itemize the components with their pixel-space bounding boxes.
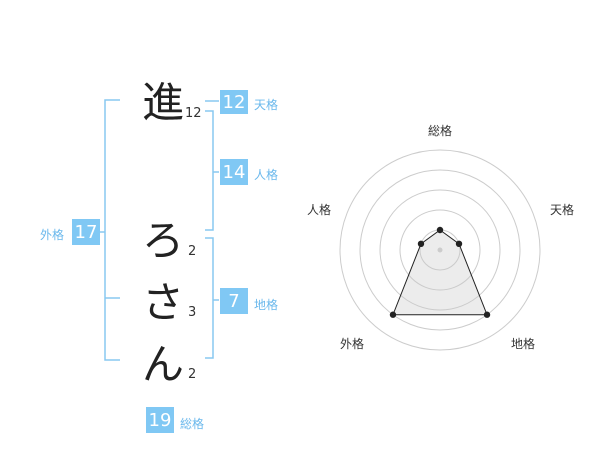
radar-point-3 (389, 311, 397, 318)
name-char-3: さ (142, 278, 185, 327)
radar-point-4 (417, 240, 425, 248)
name-char-2: ろ (142, 216, 185, 265)
brackets (97, 99, 219, 361)
radar-center (437, 247, 443, 253)
jinkaku-label: 人格 (254, 168, 279, 182)
radar-axis-label-tenkaku: 天格 (550, 203, 575, 217)
jinkaku-value: 14 (220, 159, 248, 185)
radar-ring-5 (339, 149, 541, 351)
gaikaku-label: 外格 (40, 228, 65, 242)
stroke-count-3: 3 (188, 305, 197, 320)
radar-point-1 (455, 240, 463, 248)
chikaku-label: 地格 (254, 298, 279, 312)
radar-ring-4 (359, 169, 521, 331)
chikaku-value: 7 (220, 288, 248, 314)
radar-ring-2 (399, 209, 481, 291)
radar-axis-label-soukaku: 総格 (428, 124, 453, 138)
name-char-4: ん (142, 340, 185, 389)
radar-axis-label-chikaku: 地格 (511, 337, 536, 351)
radar-axis-label-jinkaku: 人格 (307, 203, 332, 217)
tenkaku-label: 天格 (254, 98, 279, 112)
gaikaku-bracket (104, 99, 120, 361)
radar-point-2 (483, 311, 491, 318)
radar-polygon (392, 229, 488, 316)
soukaku-label: 総格 (180, 417, 205, 431)
stroke-count-2: 2 (188, 244, 197, 259)
soukaku-value: 19 (146, 407, 174, 433)
radar-ring-3 (379, 189, 501, 311)
gaikaku-value: 17 (72, 219, 100, 245)
jinkaku-bracket (205, 110, 214, 231)
radar-point-0 (436, 226, 444, 234)
chikaku-bracket (205, 237, 214, 359)
tenkaku-value: 12 (220, 90, 248, 114)
stroke-count-4: 2 (188, 367, 197, 382)
radar-axis-label-gaikaku: 外格 (340, 337, 365, 351)
stroke-count-1: 12 (185, 106, 202, 121)
name-char-1: 進 (142, 78, 185, 127)
radar-chart (339, 149, 541, 351)
